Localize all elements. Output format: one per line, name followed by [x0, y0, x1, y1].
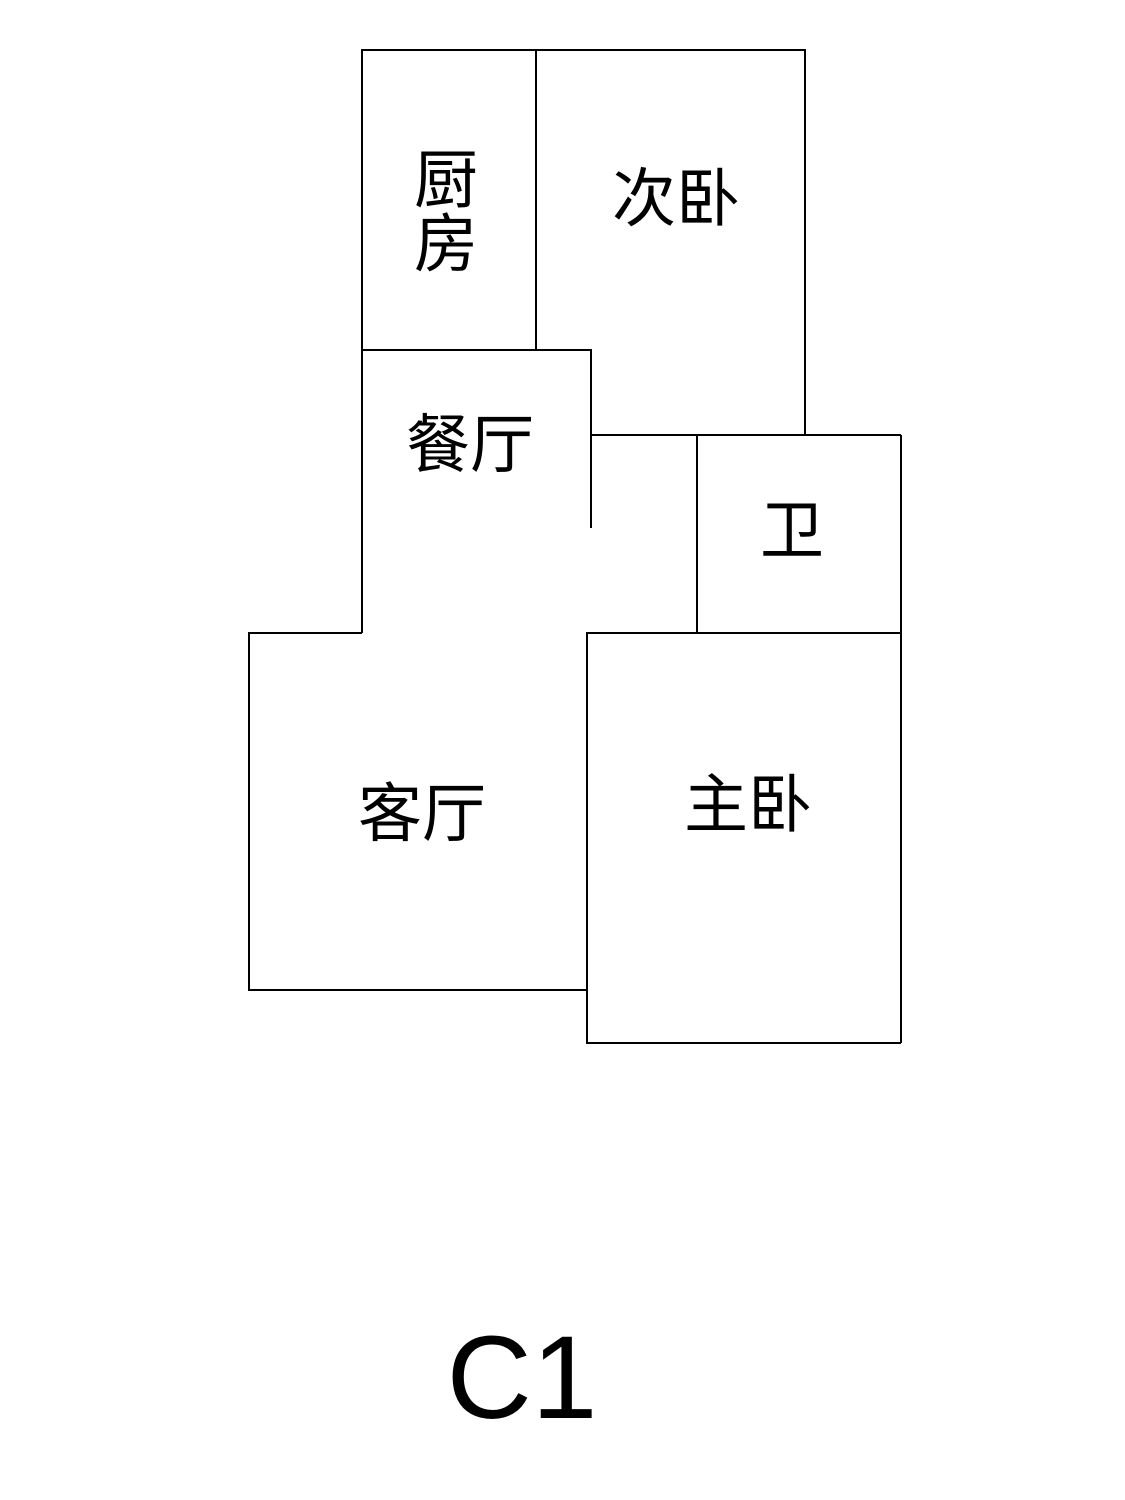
room-label-kitchen: 厨房: [403, 146, 477, 274]
room-label-living: 客厅: [358, 778, 486, 852]
room-label-dining: 餐厅: [406, 409, 534, 483]
dining-outline: [362, 349, 592, 528]
master-bedroom-outline: [586, 632, 901, 1044]
room-label-bathroom: 卫: [760, 495, 824, 569]
room-label-master-bedroom: 主卧: [684, 769, 812, 843]
plan-title: C1: [446, 1312, 598, 1444]
kitchen-outline: [361, 49, 806, 435]
room-label-second-bedroom: 次卧: [612, 163, 740, 237]
living-outline: [248, 632, 587, 991]
